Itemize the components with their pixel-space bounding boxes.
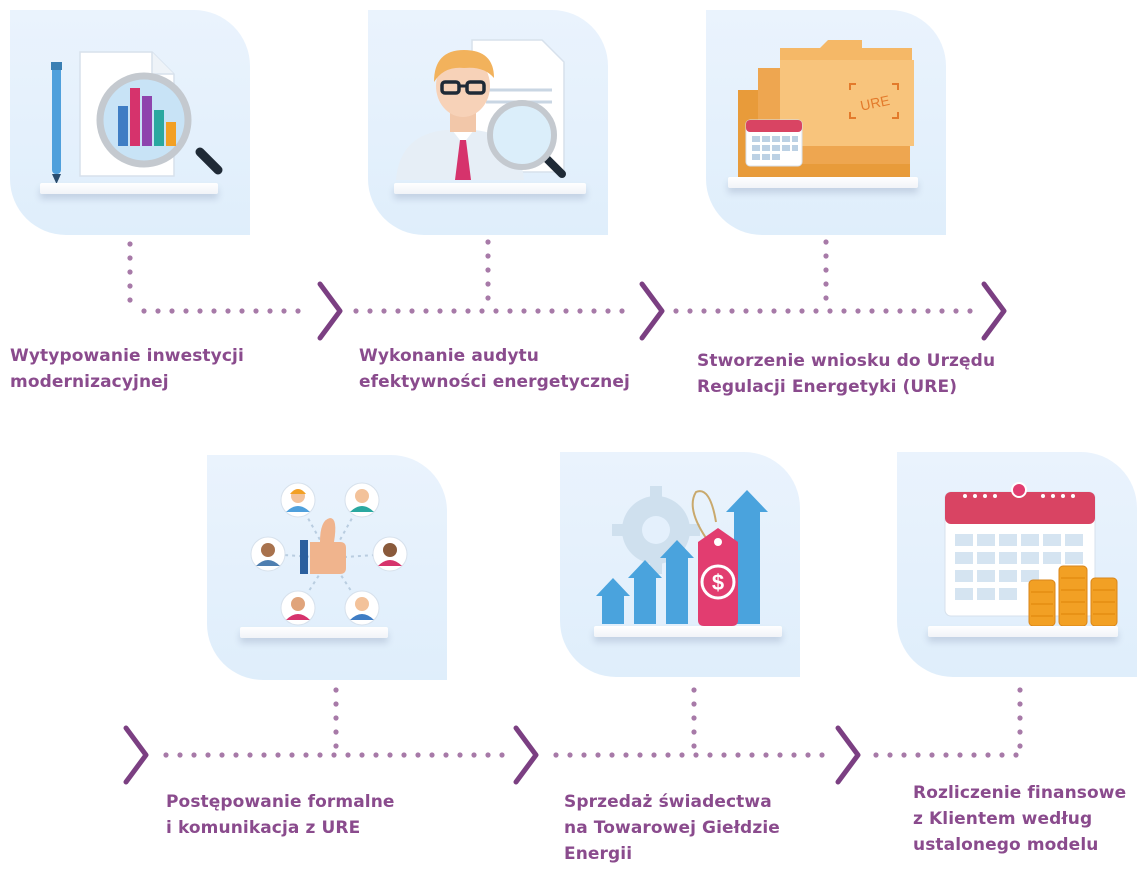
- step-2-label-line-1: Wykonanie audytu: [359, 346, 539, 366]
- step-3-label: Stworzenie wniosku do Urzędu Regulacji E…: [697, 348, 995, 400]
- step-6-label-line-2: z Klientem według: [913, 809, 1093, 829]
- step-3-label-line-2: Regulacji Energetyki (URE): [697, 377, 958, 397]
- connector-step-1: [127, 241, 301, 314]
- step-1-label: Wytypowanie inwestycji modernizacyjnej: [10, 343, 244, 395]
- connector-step-2: [353, 239, 625, 314]
- step-6-shelf: [928, 626, 1118, 637]
- step-6-label-line-3: ustalonego modelu: [913, 835, 1099, 855]
- step-1-label-line-2: modernizacyjnej: [10, 372, 169, 392]
- step-4-shelf: [240, 627, 388, 638]
- connector-step-5: [553, 687, 825, 758]
- step-5-label-line-3: Energii: [564, 844, 633, 864]
- step-3-shelf: [728, 177, 918, 188]
- chevron-right-icon: [639, 281, 665, 341]
- step-4-label: Postępowanie formalne i komunikacja z UR…: [166, 789, 395, 841]
- folders-icon: URE: [738, 40, 914, 178]
- dollar-sign-label: $: [712, 570, 724, 595]
- step-4-label-line-1: Postępowanie formalne: [166, 792, 395, 812]
- chevron-right-icon: [123, 725, 149, 785]
- auditor-icon: [396, 39, 566, 180]
- step-4-label-line-2: i komunikacja z URE: [166, 818, 361, 838]
- chevron-right-icon: [513, 725, 539, 785]
- step-6-label: Rozliczenie finansowe z Klientem według …: [913, 780, 1126, 858]
- chevron-right-icon: [981, 281, 1007, 341]
- step-2-label-line-2: efektywności energetycznej: [359, 372, 630, 392]
- step-2-label: Wykonanie audytu efektywności energetycz…: [359, 343, 630, 395]
- step-5-label-line-2: na Towarowej Giełdzie: [564, 818, 780, 838]
- report-magnifier-icon: [51, 51, 223, 184]
- step-6-label-line-1: Rozliczenie finansowe: [913, 783, 1127, 803]
- step-3-label-line-1: Stworzenie wniosku do Urzędu: [697, 351, 996, 371]
- connector-step-3: [673, 239, 973, 314]
- step-5-label-line-1: Sprzedaż świadectwa: [564, 792, 772, 812]
- communication-network-icon: [250, 482, 408, 626]
- step-5-shelf: [594, 626, 782, 637]
- step-1-shelf: [40, 183, 218, 194]
- step-2-shelf: [394, 183, 586, 194]
- connector-step-4: [163, 687, 505, 758]
- connector-step-6: [873, 687, 1023, 758]
- calendar-coins-icon: [944, 482, 1118, 627]
- price-tag-growth-icon: $: [596, 486, 768, 626]
- chevron-right-icon: [835, 725, 861, 785]
- chevron-right-icon: [317, 281, 343, 341]
- step-5-label: Sprzedaż świadectwa na Towarowej Giełdzi…: [564, 789, 780, 867]
- step-1-label-line-1: Wytypowanie inwestycji: [10, 346, 244, 366]
- folder-stamp-label: URE: [859, 92, 891, 114]
